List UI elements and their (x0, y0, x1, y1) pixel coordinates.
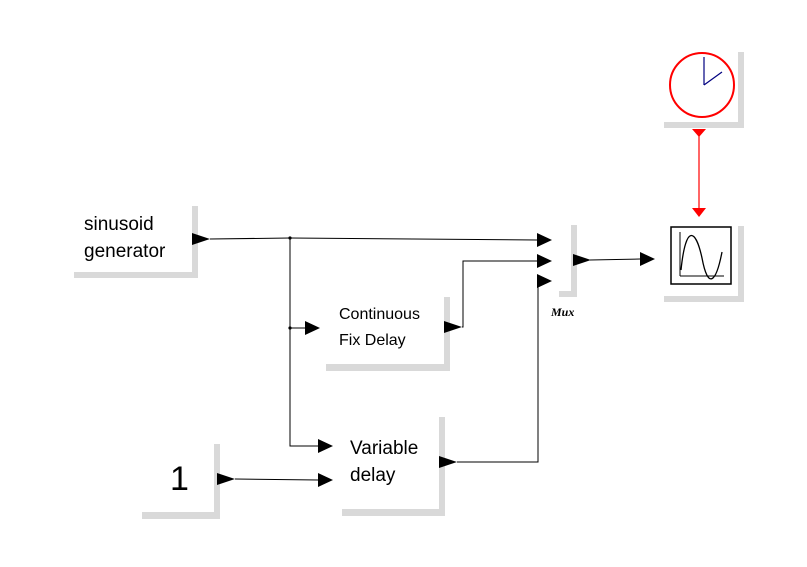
link-vardelay-to-mux[interactable] (457, 280, 539, 463)
arrow-vardelay-in1 (318, 439, 333, 453)
link-split-to-vardelay[interactable] (289, 328, 318, 447)
output-port (573, 254, 591, 266)
block-scope[interactable] (658, 208, 744, 302)
block-label-line1: Continuous (339, 306, 420, 323)
split-point (288, 236, 292, 240)
split-point (288, 326, 292, 330)
block-constant[interactable]: 1 (136, 437, 235, 519)
mux-label: Mux (550, 305, 574, 319)
event-output-port (692, 129, 706, 137)
arrow-mux-in2 (537, 254, 552, 268)
block-label-line1: Variable (350, 438, 418, 459)
block-mux[interactable]: Mux (550, 219, 591, 319)
output-port (192, 233, 210, 245)
event-input-port (692, 208, 706, 217)
scope-waveform-icon (670, 226, 732, 285)
block-label-line1: sinusoid (84, 214, 154, 235)
arrow-mux-in3 (537, 274, 552, 288)
arrow-scope-in (640, 252, 655, 266)
block-sinusoid-generator[interactable]: sinusoid generator (68, 200, 210, 278)
clock-icon (669, 52, 735, 118)
constant-value: 1 (170, 460, 189, 498)
link-sinusoid-to-mux[interactable] (209, 237, 538, 241)
output-port (444, 321, 462, 333)
block-label-line2: delay (350, 465, 396, 486)
block-variable-delay[interactable]: Variable delay (336, 410, 457, 516)
arrow-mux-in1 (537, 233, 552, 247)
link-split-to-fixdelay[interactable] (289, 238, 305, 329)
link-mux-to-scope[interactable] (589, 258, 641, 261)
block-label-line2: Fix Delay (339, 332, 406, 349)
arrow-fixdelay-in (305, 321, 320, 335)
link-constant-to-vardelay[interactable] (234, 478, 319, 481)
output-port (439, 456, 457, 468)
arrow-vardelay-in2 (318, 473, 333, 487)
link-fixdelay-to-mux[interactable] (462, 260, 537, 328)
block-label-line2: generator (84, 241, 166, 262)
block-continuous-fix-delay[interactable]: Continuous Fix Delay (320, 290, 462, 371)
output-port (217, 473, 235, 485)
links (209, 135, 700, 487)
block-clock[interactable] (658, 46, 744, 137)
